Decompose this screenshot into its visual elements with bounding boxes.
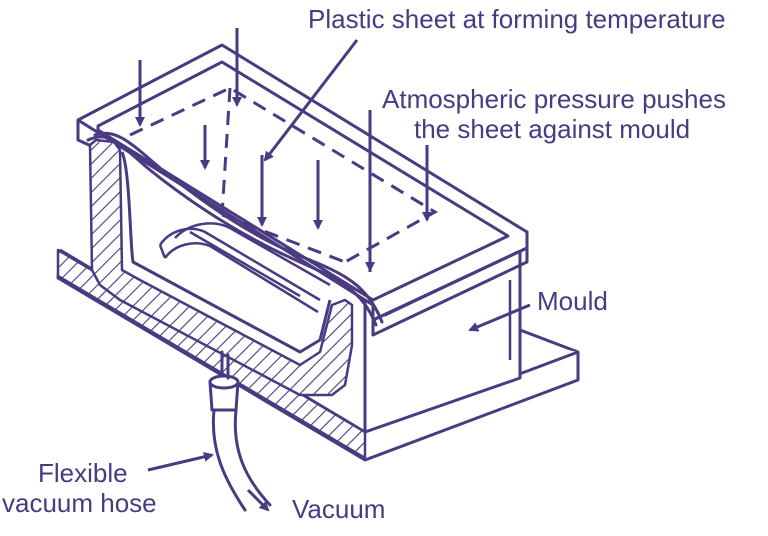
vacuum-hose: [208, 374, 272, 512]
label-hose-line1: Flexible: [38, 458, 128, 488]
label-plastic-sheet: Plastic sheet at forming temperature: [308, 4, 726, 34]
mould-floor: [158, 222, 331, 314]
plastic-sheet: [86, 131, 384, 327]
label-atmospheric-pressure-line1: Atmospheric pressure pushes: [382, 84, 726, 114]
vacuum-nozzle: [220, 350, 230, 380]
label-mould: Mould: [537, 286, 608, 316]
label-vacuum: Vacuum: [292, 494, 386, 524]
label-atmospheric-pressure-line2: the sheet against mould: [414, 114, 691, 144]
pressure-arrows: [135, 28, 432, 272]
label-hose-line2: vacuum hose: [2, 488, 157, 518]
leader-lines: [147, 39, 531, 472]
sheet-dashed-outline: [129, 86, 438, 264]
